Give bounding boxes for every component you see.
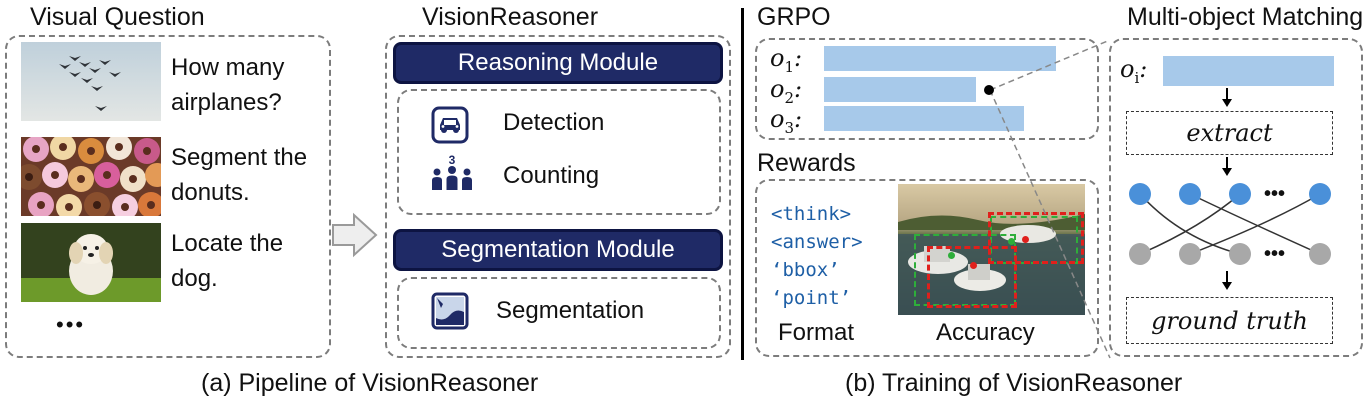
segmentation-tasks-panel bbox=[397, 277, 721, 349]
segmentation-label: Segmentation bbox=[496, 297, 645, 324]
output-bar-1 bbox=[824, 46, 1056, 71]
training-caption: (b) Training of VisionReasoner bbox=[845, 369, 1183, 397]
segmentation-icon bbox=[431, 292, 469, 335]
reasoning-module-button[interactable]: Reasoning Module bbox=[393, 42, 723, 84]
segmentation-module-button[interactable]: Segmentation Module bbox=[393, 229, 723, 271]
extract-box: extract bbox=[1126, 111, 1333, 155]
point-tag: ‘point’ bbox=[771, 287, 852, 309]
gt-box-1 bbox=[927, 246, 1017, 308]
grpo-title: GRPO bbox=[757, 3, 831, 31]
answer-tag: <answer> bbox=[771, 231, 863, 253]
matching-graph bbox=[1129, 183, 1331, 265]
arrow-down-icon bbox=[1222, 88, 1232, 107]
arrow-down-icon bbox=[1222, 271, 1232, 290]
vision-reasoner-panel bbox=[385, 35, 731, 358]
reasoning-tasks-panel bbox=[397, 89, 721, 215]
dog-image bbox=[21, 223, 161, 302]
people-count-icon: 3 bbox=[428, 153, 476, 196]
visual-question-panel bbox=[5, 35, 331, 358]
matching-ellipsis-bottom: ••• bbox=[1264, 243, 1286, 265]
point-red-1 bbox=[970, 262, 977, 269]
point-green-1 bbox=[948, 252, 955, 259]
counting-icon-number: 3 bbox=[449, 153, 456, 167]
visual-question-title: Visual Question bbox=[30, 3, 205, 31]
vision-reasoner-title: VisionReasoner bbox=[422, 3, 599, 31]
matching-title: Multi-object Matching bbox=[1127, 3, 1364, 31]
accuracy-image bbox=[898, 184, 1085, 315]
accuracy-label: Accuracy bbox=[936, 319, 1035, 346]
oi-label: oi: bbox=[1120, 55, 1148, 87]
rewards-title: Rewards bbox=[757, 149, 856, 177]
bbox-tag: ‘bbox’ bbox=[771, 259, 840, 281]
matching-ellipsis-top: ••• bbox=[1264, 183, 1286, 205]
rewards-panel bbox=[755, 179, 1099, 357]
airplanes-image bbox=[21, 42, 161, 121]
output-bar-2 bbox=[824, 77, 976, 102]
point-green-2 bbox=[1008, 238, 1015, 245]
oi-bar bbox=[1163, 56, 1334, 86]
gt-box-2 bbox=[988, 212, 1084, 264]
arrow-down-icon bbox=[1222, 157, 1232, 176]
output-bar-3 bbox=[824, 106, 1024, 131]
format-label: Format bbox=[778, 319, 855, 346]
output-label-3: o3: bbox=[770, 105, 803, 137]
think-tag: <think> bbox=[771, 203, 852, 225]
point-red-2 bbox=[1022, 236, 1029, 243]
grpo-panel bbox=[755, 38, 1099, 140]
ground-truth-box: ground truth bbox=[1126, 297, 1333, 344]
donuts-image bbox=[21, 137, 161, 216]
section-divider bbox=[741, 8, 744, 360]
format-tags: <think> <answer> ‘bbox’ ‘point’ bbox=[771, 200, 863, 312]
output-label-1: o1: bbox=[770, 44, 803, 76]
car-icon bbox=[431, 106, 469, 149]
counting-label: Counting bbox=[503, 162, 600, 189]
detection-label: Detection bbox=[503, 109, 605, 136]
pipeline-caption: (a) Pipeline of VisionReasoner bbox=[201, 369, 539, 397]
matching-panel bbox=[1109, 38, 1363, 357]
output-label-2: o2: bbox=[770, 75, 803, 107]
more-questions-ellipsis: ••• bbox=[56, 312, 86, 337]
pipeline-arrow-icon bbox=[332, 212, 378, 258]
